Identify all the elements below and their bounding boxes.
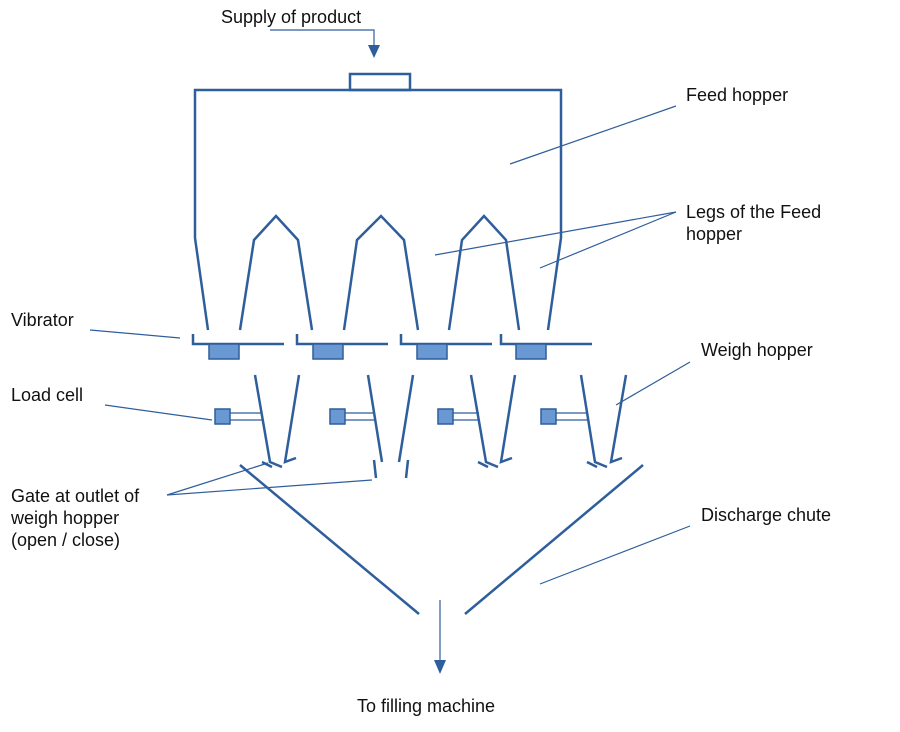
discharge-chute bbox=[239, 464, 644, 615]
vibrator-label: Vibrator bbox=[11, 310, 74, 330]
output-arrow bbox=[434, 600, 446, 674]
vibrator-block bbox=[312, 343, 344, 360]
load-cell bbox=[540, 408, 557, 425]
feed-inlet bbox=[348, 72, 412, 92]
feed-hopper-label: Feed hopper bbox=[686, 85, 789, 105]
feed-hopper-legs bbox=[193, 214, 563, 331]
supply-label: Supply of product bbox=[221, 7, 362, 27]
vibrator-block bbox=[208, 343, 240, 360]
discharge-chute-label: Discharge chute bbox=[701, 505, 832, 525]
leader-lines bbox=[89, 105, 691, 585]
to-filling-label: To filling machine bbox=[357, 696, 496, 716]
load-cells bbox=[214, 408, 589, 425]
vibrator-block bbox=[416, 343, 448, 360]
load-cell bbox=[329, 408, 346, 425]
load-cell bbox=[437, 408, 454, 425]
load-cell-label: Load cell bbox=[11, 385, 84, 405]
vibrators bbox=[191, 334, 592, 360]
legs-label: Legs of the Feed hopper bbox=[686, 202, 822, 244]
vibrator-block bbox=[515, 343, 547, 360]
weigh-hopper-label: Weigh hopper bbox=[701, 340, 813, 360]
supply-arrow bbox=[270, 29, 380, 58]
load-cell bbox=[214, 408, 231, 425]
feed-hopper bbox=[193, 72, 563, 238]
gate-label: Gate at outlet of weigh hopper (open / c… bbox=[11, 486, 140, 550]
weigh-hoppers bbox=[253, 374, 628, 479]
